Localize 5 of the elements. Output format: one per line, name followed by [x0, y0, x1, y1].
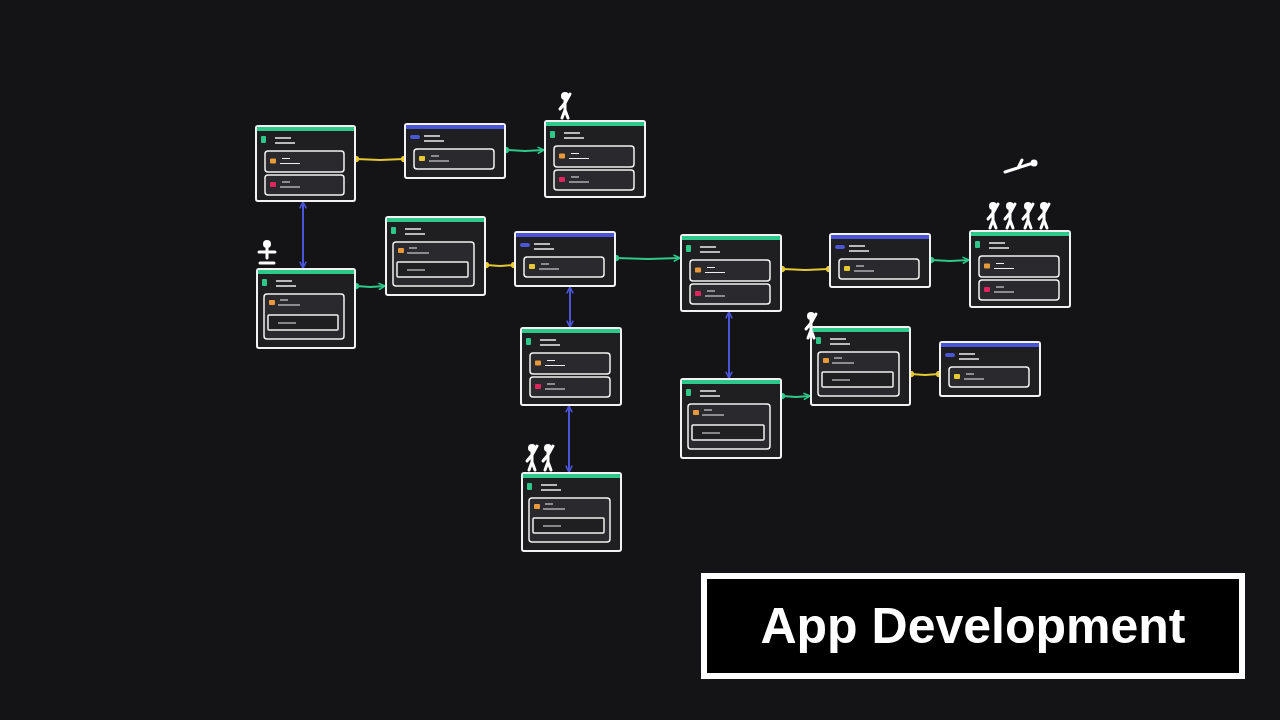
connector-arrow	[725, 311, 733, 379]
connector-arrow	[299, 201, 307, 269]
connector-arrow	[566, 286, 574, 328]
connector-arrow	[565, 405, 573, 473]
title: App Development	[701, 573, 1245, 679]
